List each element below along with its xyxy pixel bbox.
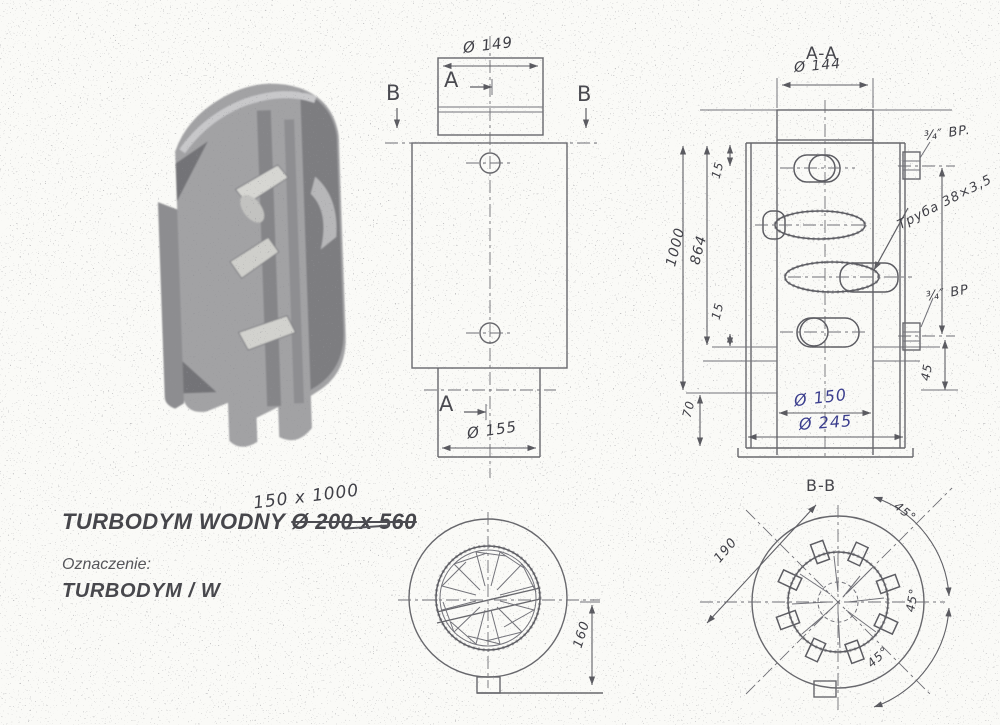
product-title: TURBODYM WODNY Ø 200 x 560 — [62, 509, 417, 535]
section-bb-title: B-B — [806, 476, 837, 495]
section-aa-title: A-A — [806, 44, 838, 64]
section-marker-a-bottom: A — [439, 392, 454, 416]
section-marker-b-right: B — [577, 82, 592, 106]
product-title-text: TURBODYM WODNY — [62, 509, 292, 534]
aa-dim-base-diameter: Ø 245 — [798, 411, 853, 434]
struck-old-size: Ø 200 x 560 — [291, 509, 417, 534]
designation-value: TURBODYM / W — [62, 580, 221, 602]
aa-dim-top-diameter: Ø 144 — [793, 55, 842, 77]
designation-label: Oznaczenie: — [62, 556, 151, 573]
section-marker-b-left: B — [386, 81, 401, 105]
section-marker-a-top: A — [444, 68, 459, 92]
aa-dim-fitting-offset: 45 — [918, 362, 936, 382]
